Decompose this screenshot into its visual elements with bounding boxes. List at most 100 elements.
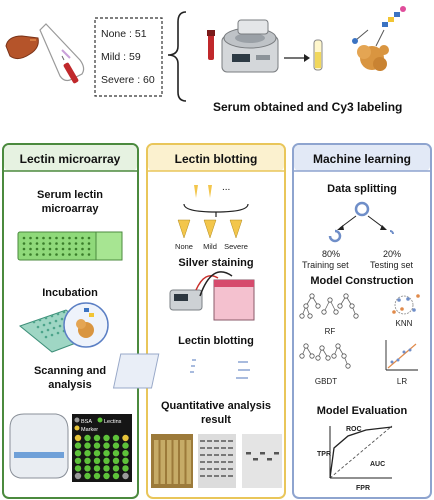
array-spot bbox=[122, 457, 129, 464]
array-spot bbox=[74, 442, 82, 449]
slide-spot bbox=[81, 242, 84, 245]
slide-spot bbox=[42, 236, 45, 240]
array-spot bbox=[122, 434, 129, 442]
tube-label-mild: Mild bbox=[203, 242, 217, 251]
panel-machine-learning bbox=[292, 143, 432, 499]
sample-tubes-icon: ... bbox=[177, 182, 249, 239]
slide-spot bbox=[61, 236, 65, 240]
gel-band bbox=[221, 454, 226, 456]
step-scanning: Scanning and bbox=[34, 365, 106, 377]
slide-spot bbox=[42, 242, 45, 245]
incubation-icon bbox=[18, 302, 109, 353]
blot-band bbox=[274, 452, 279, 455]
panel-lectin-microarray-header bbox=[4, 145, 137, 171]
array-spot bbox=[84, 457, 91, 464]
plate-well bbox=[46, 328, 50, 332]
slide-spot bbox=[74, 236, 78, 240]
gel-band bbox=[228, 468, 233, 470]
cohort-box bbox=[94, 17, 163, 97]
roc-curve-icon bbox=[329, 425, 393, 479]
panel-lectin-blotting-title: Lectin blotting bbox=[175, 152, 258, 166]
plate-well bbox=[38, 318, 42, 322]
gel-band bbox=[228, 475, 233, 477]
array-spot bbox=[112, 434, 120, 442]
slide-spot bbox=[87, 247, 91, 251]
blot-band bbox=[267, 458, 272, 461]
model-evaluation-title: Model Evaluation bbox=[317, 405, 408, 417]
slide-spot bbox=[68, 253, 71, 256]
roc-title: ROC bbox=[346, 426, 362, 433]
gel-images bbox=[151, 434, 282, 488]
gel-band bbox=[207, 461, 212, 463]
gel-lane bbox=[186, 440, 191, 484]
array-spot bbox=[84, 465, 91, 472]
array-spot bbox=[93, 450, 101, 457]
test-pct: 20% bbox=[383, 249, 401, 259]
gel-band bbox=[221, 447, 226, 449]
roc-xlabel: FPR bbox=[356, 485, 370, 492]
array-spot bbox=[103, 442, 110, 449]
array-spot bbox=[112, 472, 120, 480]
gel-lane bbox=[173, 440, 178, 484]
rf-icon bbox=[299, 293, 359, 319]
scan-result-grid: BSA Lectins Marker bbox=[72, 414, 132, 482]
gel-band bbox=[200, 454, 205, 456]
array-spot bbox=[103, 465, 110, 472]
step-analysis: analysis bbox=[48, 379, 91, 391]
gel-band bbox=[228, 454, 233, 456]
gel-band bbox=[221, 468, 226, 470]
gel-band bbox=[207, 475, 212, 477]
array-spot bbox=[84, 434, 91, 442]
test-label: Testing set bbox=[370, 260, 414, 270]
array-spot bbox=[93, 472, 101, 480]
slide-spot bbox=[35, 247, 39, 251]
slide-spot bbox=[55, 236, 58, 240]
array-spot bbox=[74, 472, 82, 480]
array-spot bbox=[103, 434, 110, 442]
blood-syringe-icon bbox=[61, 55, 79, 84]
array-spot bbox=[93, 457, 101, 464]
data-splitting-title: Data splitting bbox=[327, 183, 397, 195]
roc-ylabel: TPR bbox=[317, 451, 331, 458]
plate-well bbox=[48, 321, 52, 325]
plate-well bbox=[36, 325, 40, 329]
gbdt-icon bbox=[299, 343, 351, 369]
gel-band bbox=[221, 461, 226, 463]
array-spot bbox=[103, 450, 110, 457]
cohort-none: None : 51 bbox=[101, 28, 147, 40]
slide-spot bbox=[42, 247, 45, 251]
liver-icon bbox=[5, 35, 39, 60]
slide-spot bbox=[61, 247, 65, 251]
gel-band bbox=[214, 454, 219, 456]
slide-spot bbox=[29, 253, 32, 256]
model-gbdt: GBDT bbox=[315, 377, 337, 386]
plate-well bbox=[56, 331, 60, 335]
slide-spot bbox=[68, 236, 71, 240]
model-knn: KNN bbox=[396, 319, 413, 328]
model-rf: RF bbox=[325, 327, 336, 336]
slide-spot bbox=[81, 236, 84, 240]
plate-well bbox=[52, 326, 56, 330]
slide-spot bbox=[35, 253, 39, 256]
gel-band bbox=[214, 440, 219, 442]
gel-band bbox=[200, 447, 205, 449]
step-result: result bbox=[201, 414, 231, 426]
gel-band bbox=[200, 461, 205, 463]
plate-well bbox=[54, 319, 58, 323]
slide-spot bbox=[48, 247, 52, 251]
lr-icon bbox=[385, 340, 418, 371]
array-spot bbox=[112, 450, 120, 457]
slide-spot bbox=[48, 253, 52, 256]
panel-lectin-microarray-title: Lectin microarray bbox=[20, 152, 121, 166]
slide-spot bbox=[87, 253, 91, 256]
array-spot bbox=[122, 450, 129, 457]
tube-label-none: None bbox=[175, 242, 193, 251]
step-microarray: microarray bbox=[42, 203, 100, 215]
slide-spot bbox=[68, 247, 71, 251]
data-split-icon bbox=[328, 201, 394, 243]
plate-well bbox=[42, 323, 46, 327]
model-construction-title: Model Construction bbox=[310, 275, 414, 287]
array-spot bbox=[74, 465, 82, 472]
